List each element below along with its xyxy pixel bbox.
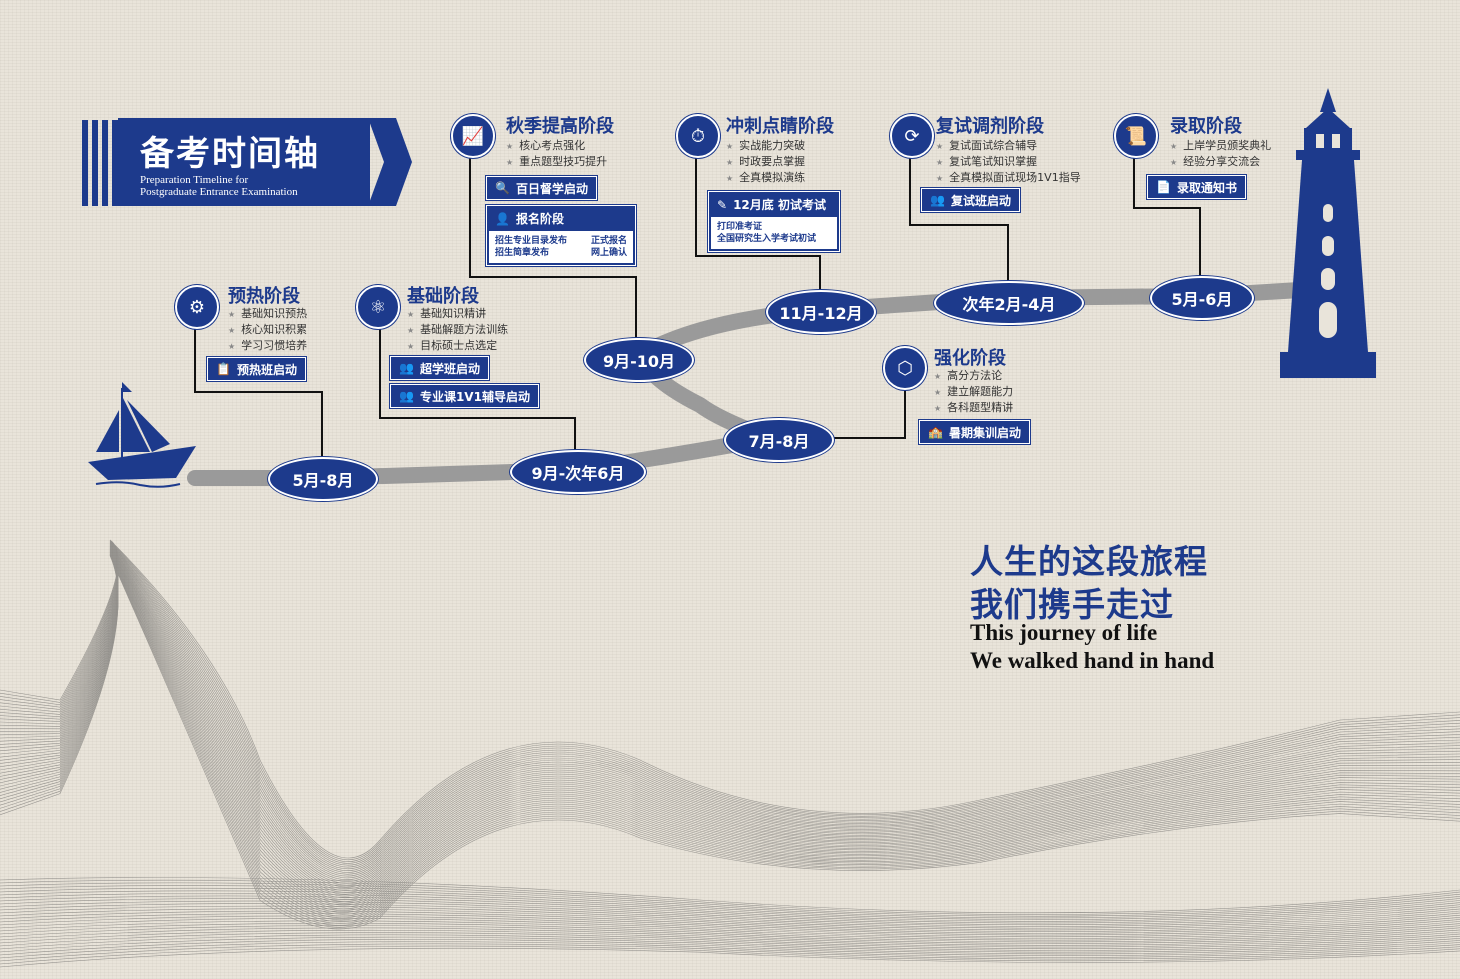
stage-title-admission: 录取阶段 — [1170, 116, 1242, 137]
panel-exam: ✎12月底 初试考试 打印准考证 全国研究生入学考试初试 — [708, 191, 840, 252]
gear-icon: ⚙ — [175, 285, 219, 329]
tag-intensive: 🏫暑期集训启动 — [919, 420, 1030, 444]
stage-list-sprint: 实战能力突破 时政要点掌握 全真模拟演练 — [726, 138, 805, 186]
stage-title-basic: 基础阶段 — [407, 286, 479, 307]
tag-warmup: 📋预热班启动 — [207, 357, 306, 381]
sailboat-icon — [88, 382, 196, 488]
stage-title-intensive: 强化阶段 — [934, 348, 1006, 369]
stage-title-autumn: 秋季提高阶段 — [506, 116, 614, 137]
search-doc-icon: 🔍 — [495, 181, 510, 195]
notice-icon: 📄 — [1156, 180, 1171, 194]
group-icon: 👥 — [399, 361, 414, 375]
page-subtitle: Preparation Timeline for Postgraduate En… — [140, 174, 298, 198]
road-path — [187, 282, 1308, 486]
refresh-icon: ⟳ — [890, 114, 934, 158]
user-icon: 👤 — [495, 211, 510, 226]
stage-title-retest: 复试调剂阶段 — [936, 116, 1044, 137]
slogan-en-line1: This journey of life — [970, 620, 1158, 645]
stage-list-intensive: 高分方法论 建立解题能力 各科题型精讲 — [934, 368, 1013, 416]
molecule-icon: ⚛ — [356, 285, 400, 329]
node-sep-june: 9月-次年6月 — [510, 450, 646, 494]
stage-title-warmup: 预热阶段 — [228, 286, 300, 307]
panel-registration: 👤报名阶段 招生专业目录发布正式报名 招生简章发布网上确认 — [486, 205, 636, 266]
tag-basic-2: 👥专业课1V1辅导启动 — [390, 384, 539, 408]
tutor-icon: 👥 — [399, 389, 414, 403]
node-may-jun: 5月-6月 — [1150, 276, 1254, 320]
stopwatch-icon: ⏱ — [676, 114, 720, 158]
diploma-icon: 📜 — [1114, 114, 1158, 158]
slogan-cn-line2: 我们携手走过 — [970, 585, 1174, 624]
chart-up-icon: 📈 — [451, 114, 495, 158]
tag-autumn: 🔍百日督学启动 — [486, 176, 597, 200]
node-jul-aug: 7月-8月 — [724, 418, 834, 462]
hexagon-icon: ⬡ — [883, 346, 927, 390]
stage-list-retest: 复试面试综合辅导 复试笔试知识掌握 全真模拟面试现场1V1指导 — [936, 138, 1081, 186]
node-nov-dec: 11月-12月 — [766, 290, 876, 334]
page-title: 备考时间轴 — [140, 134, 320, 174]
node-sep-oct: 9月-10月 — [584, 338, 694, 382]
stage-list-autumn: 核心考点强化 重点题型技巧提升 — [506, 138, 607, 170]
tag-retest: 👥复试班启动 — [921, 188, 1020, 212]
node-may-aug: 5月-8月 — [268, 457, 378, 501]
line-waves — [0, 539, 1460, 968]
connectors — [194, 150, 1201, 460]
clipboard-icon: 📋 — [216, 362, 231, 376]
title-banner: 备考时间轴 Preparation Timeline for Postgradu… — [118, 118, 370, 206]
stage-list-warmup: 基础知识预热 核心知识积累 学习习惯培养 — [228, 306, 307, 354]
meeting-icon: 👥 — [930, 193, 945, 207]
title-chevrons — [82, 118, 412, 206]
stage-list-basic: 基础知识精讲 基础解题方法训练 目标硕士点选定 — [407, 306, 508, 354]
edit-icon: ✎ — [717, 197, 728, 212]
stage-list-admission: 上岸学员颁奖典礼 经验分享交流会 — [1170, 138, 1271, 170]
stage-title-sprint: 冲刺点睛阶段 — [726, 116, 834, 137]
slogan-en-line2: We walked hand in hand — [970, 648, 1215, 673]
slogan-cn-line1: 人生的这段旅程 — [970, 542, 1208, 581]
tag-admission: 📄录取通知书 — [1147, 175, 1246, 199]
training-icon: 🏫 — [928, 425, 943, 439]
node-feb-apr: 次年2月-4月 — [934, 281, 1084, 325]
tag-basic-1: 👥超学班启动 — [390, 356, 489, 380]
